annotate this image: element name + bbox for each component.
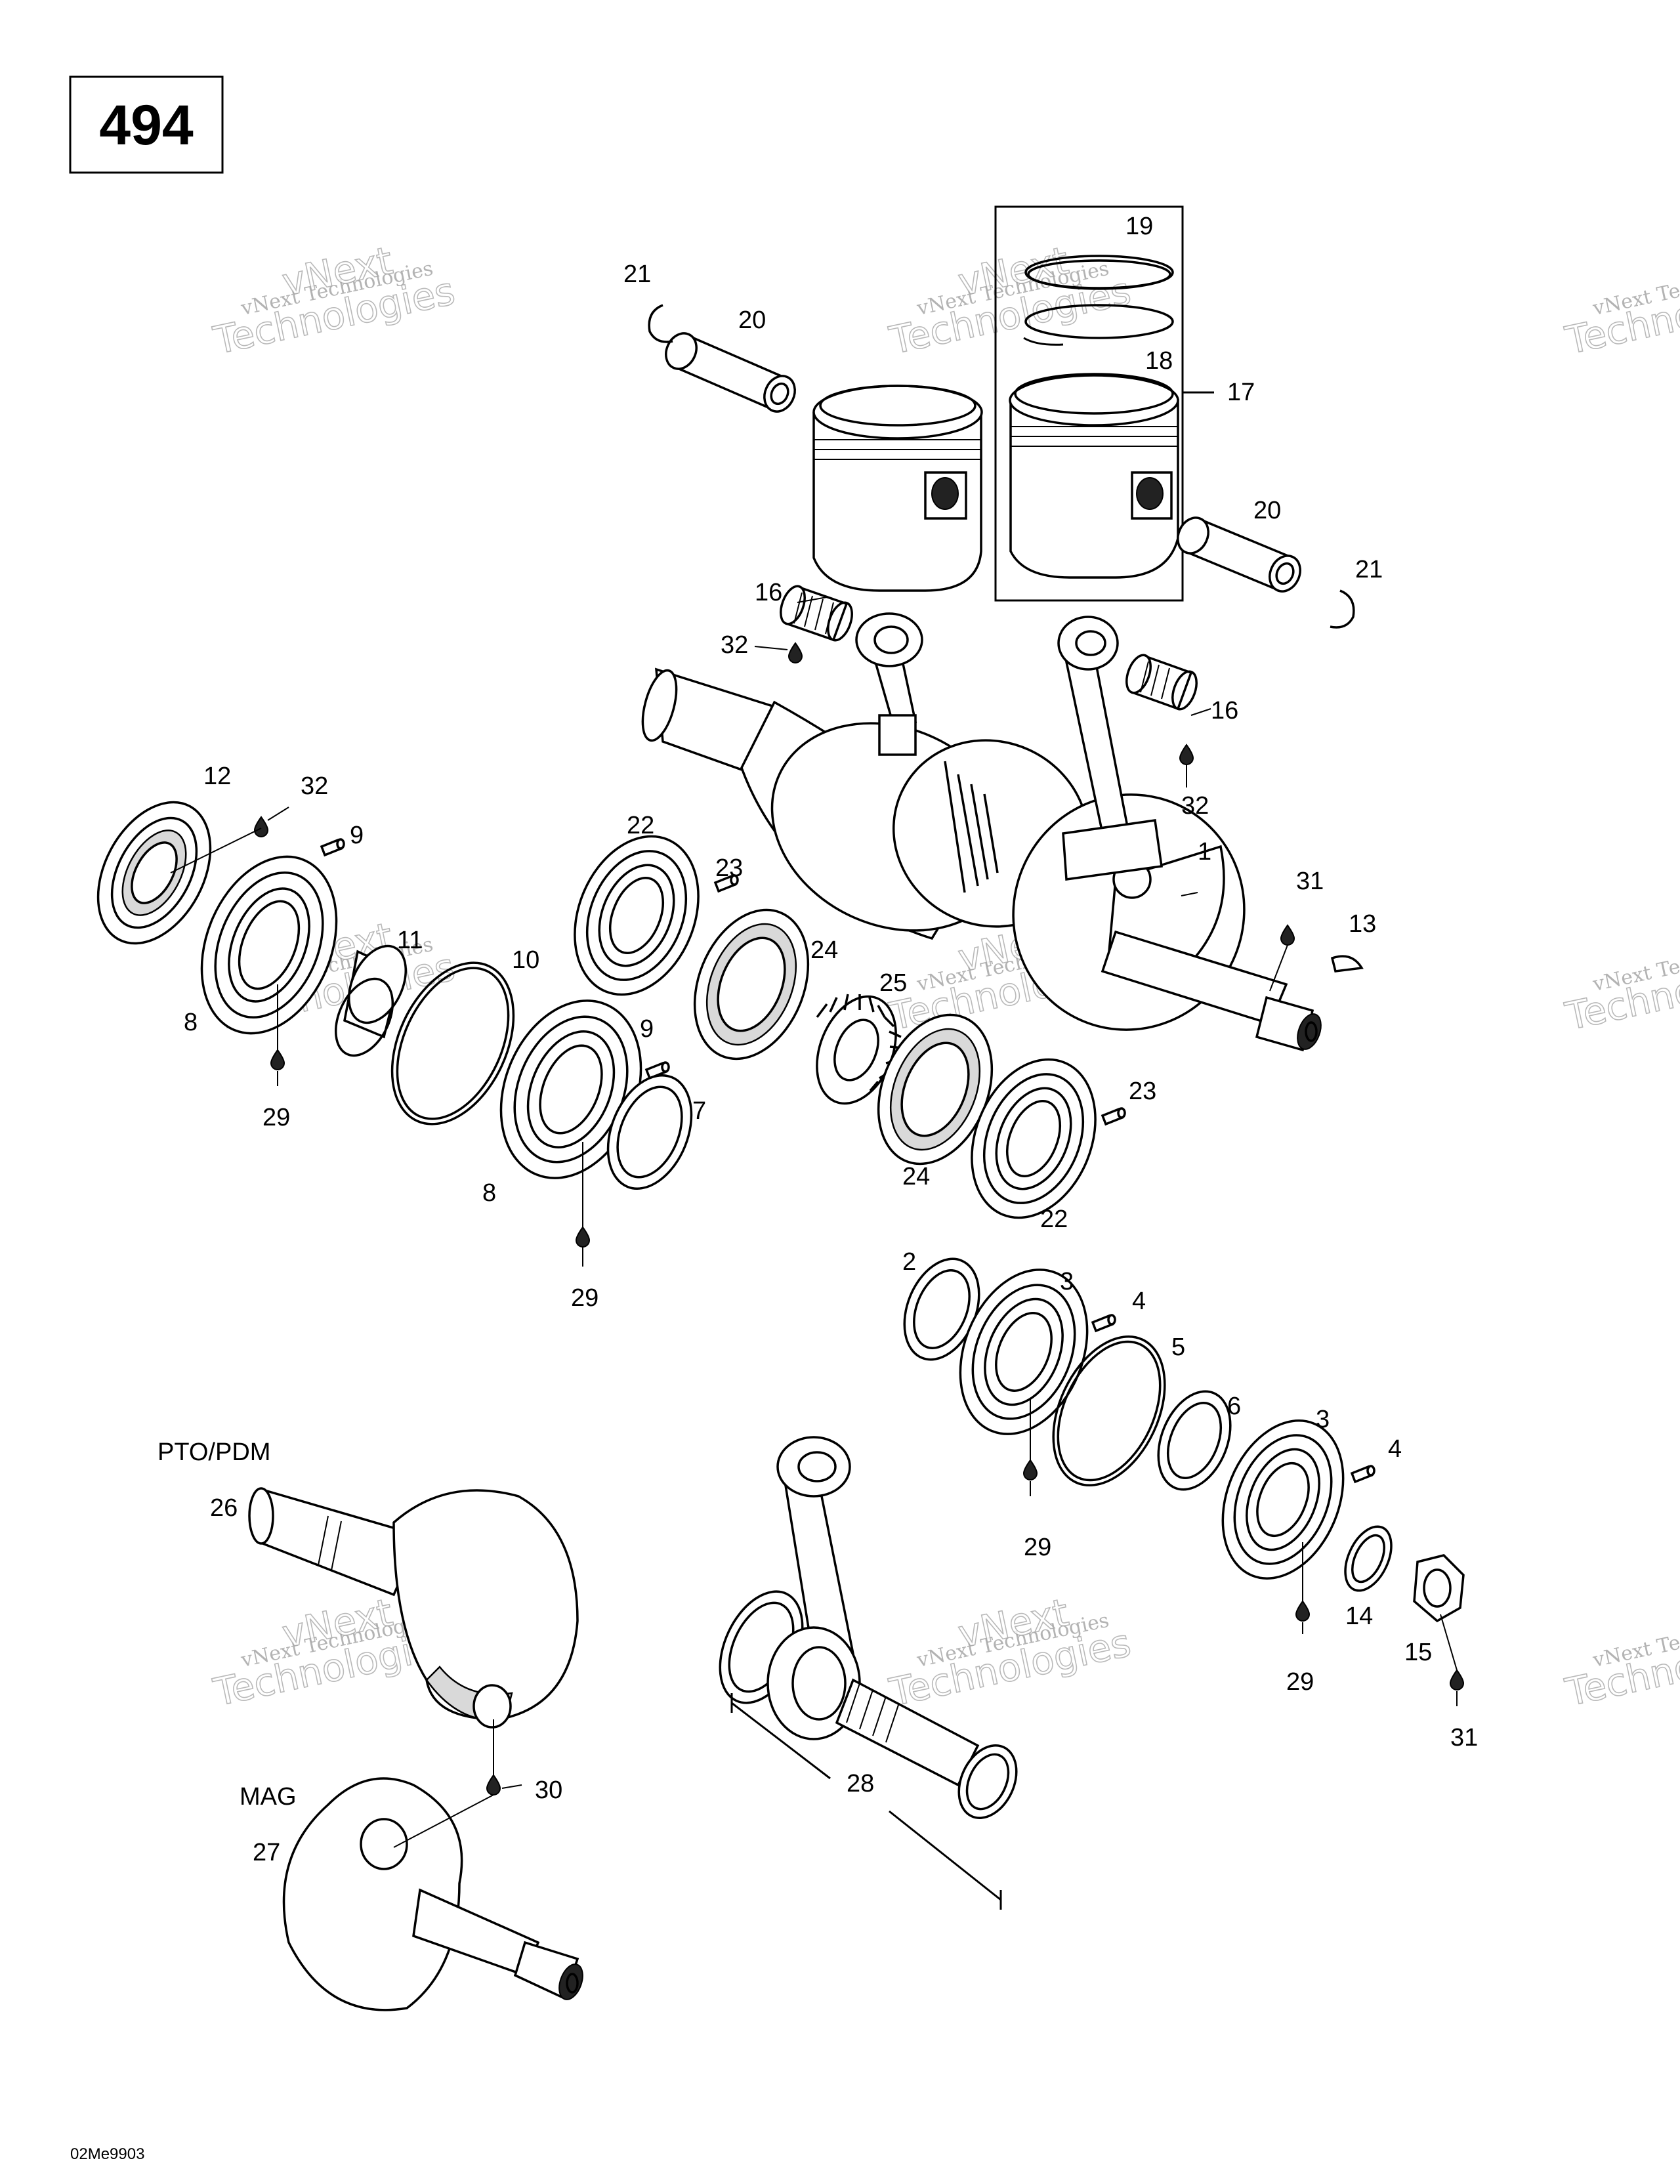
connecting-rod xyxy=(855,612,923,756)
spacer-ring xyxy=(334,944,408,1057)
callout-1: 1 xyxy=(1198,838,1211,866)
callout-29: 29 xyxy=(262,1104,290,1131)
callout-31: 31 xyxy=(1450,1724,1478,1752)
needle-bearing xyxy=(780,585,853,642)
callout-2: 2 xyxy=(902,1248,916,1276)
dowel-pin xyxy=(320,838,345,857)
callout-11: 11 xyxy=(397,927,423,954)
callout-4: 4 xyxy=(1132,1288,1146,1315)
callout-18: 18 xyxy=(1145,347,1173,375)
callout-20: 20 xyxy=(1253,497,1281,524)
page-number: 494 xyxy=(99,94,194,157)
callout-22: 22 xyxy=(1040,1206,1068,1233)
callout-29: 29 xyxy=(571,1284,598,1312)
washer xyxy=(606,1074,693,1190)
pto-crankshaft-half xyxy=(248,1487,579,1729)
piston-kit-box xyxy=(994,205,1184,602)
oil-seal xyxy=(96,801,212,945)
mag-label: MAG xyxy=(240,1783,297,1811)
callout-24: 24 xyxy=(810,936,838,964)
callout-16: 16 xyxy=(1211,697,1238,724)
callout-32: 32 xyxy=(721,631,748,659)
lock-washer xyxy=(1344,1525,1393,1592)
ball-bearing xyxy=(574,835,700,996)
washer xyxy=(1157,1390,1232,1491)
woodruff-key xyxy=(1330,955,1364,973)
callout-29: 29 xyxy=(1024,1534,1051,1561)
dowel-pin xyxy=(644,1061,670,1080)
ball-bearing xyxy=(200,855,338,1035)
callout-12: 12 xyxy=(203,763,231,790)
callout-13: 13 xyxy=(1349,910,1376,938)
drawing-code: 02Me9903 xyxy=(70,2145,144,2163)
callout-30: 30 xyxy=(535,1776,562,1804)
labyrinth-seal xyxy=(693,908,810,1060)
callout-21: 21 xyxy=(1355,556,1383,583)
dowel-pin xyxy=(1101,1107,1126,1126)
callout-10: 10 xyxy=(512,946,539,974)
piston-rings xyxy=(1023,255,1174,346)
callout-21: 21 xyxy=(623,261,651,288)
hex-nut xyxy=(1413,1554,1465,1623)
callout-32: 32 xyxy=(301,772,328,800)
pto-label: PTO/PDM xyxy=(158,1438,270,1466)
callout-26: 26 xyxy=(210,1494,238,1522)
callout-27: 27 xyxy=(253,1839,280,1866)
o-ring xyxy=(1052,1335,1166,1487)
ball-bearing xyxy=(971,1058,1097,1219)
callout-8: 8 xyxy=(184,1009,198,1036)
callout-16: 16 xyxy=(755,579,782,606)
callout-20: 20 xyxy=(738,306,766,334)
callout-22: 22 xyxy=(627,812,654,839)
callout-24: 24 xyxy=(902,1163,930,1190)
callout-9: 9 xyxy=(640,1015,654,1043)
callout-15: 15 xyxy=(1404,1639,1432,1666)
callout-23: 23 xyxy=(715,854,743,882)
callout-14: 14 xyxy=(1345,1603,1373,1630)
dowel-pin xyxy=(1350,1465,1376,1484)
callout-19: 19 xyxy=(1125,213,1153,240)
dowel-pin xyxy=(713,874,739,893)
kit-bracket xyxy=(730,1693,1002,1910)
callout-7: 7 xyxy=(692,1097,706,1125)
connecting-rod-kit xyxy=(719,1436,1018,1819)
callout-5: 5 xyxy=(1171,1334,1185,1361)
callout-3: 3 xyxy=(1060,1268,1074,1295)
callout-31: 31 xyxy=(1296,868,1324,895)
circlip xyxy=(1330,589,1355,629)
connecting-rod xyxy=(1057,616,1163,881)
callout-17: 17 xyxy=(1227,379,1255,406)
o-ring xyxy=(390,961,515,1125)
page-number-box: 494 xyxy=(69,75,224,174)
piston-kit-piston xyxy=(1009,373,1179,579)
callout-8: 8 xyxy=(482,1179,496,1207)
needle-bearing xyxy=(1125,654,1198,711)
piston-pin xyxy=(1177,516,1301,593)
callout-32: 32 xyxy=(1181,792,1209,820)
leader-lines xyxy=(170,597,1458,1848)
ball-bearing xyxy=(1221,1419,1345,1580)
callout-4: 4 xyxy=(1388,1435,1402,1463)
callout-28: 28 xyxy=(847,1770,874,1797)
labyrinth-seal xyxy=(877,1013,994,1166)
circlip xyxy=(648,304,673,343)
mag-crankshaft-half xyxy=(282,1777,583,2011)
callout-29: 29 xyxy=(1286,1668,1314,1696)
dowel-pin xyxy=(1091,1314,1116,1333)
callout-6: 6 xyxy=(1227,1393,1241,1420)
ball-bearing xyxy=(959,1269,1089,1435)
callout-9: 9 xyxy=(350,822,364,849)
callout-3: 3 xyxy=(1316,1406,1330,1433)
callout-25: 25 xyxy=(879,969,907,997)
callout-labels: 1 2 3 3 4 4 5 6 7 8 8 9 9 10 11 12 13 14… xyxy=(184,213,1478,1866)
callout-23: 23 xyxy=(1129,1078,1156,1105)
piston-pin xyxy=(665,332,796,413)
piston xyxy=(812,385,983,592)
